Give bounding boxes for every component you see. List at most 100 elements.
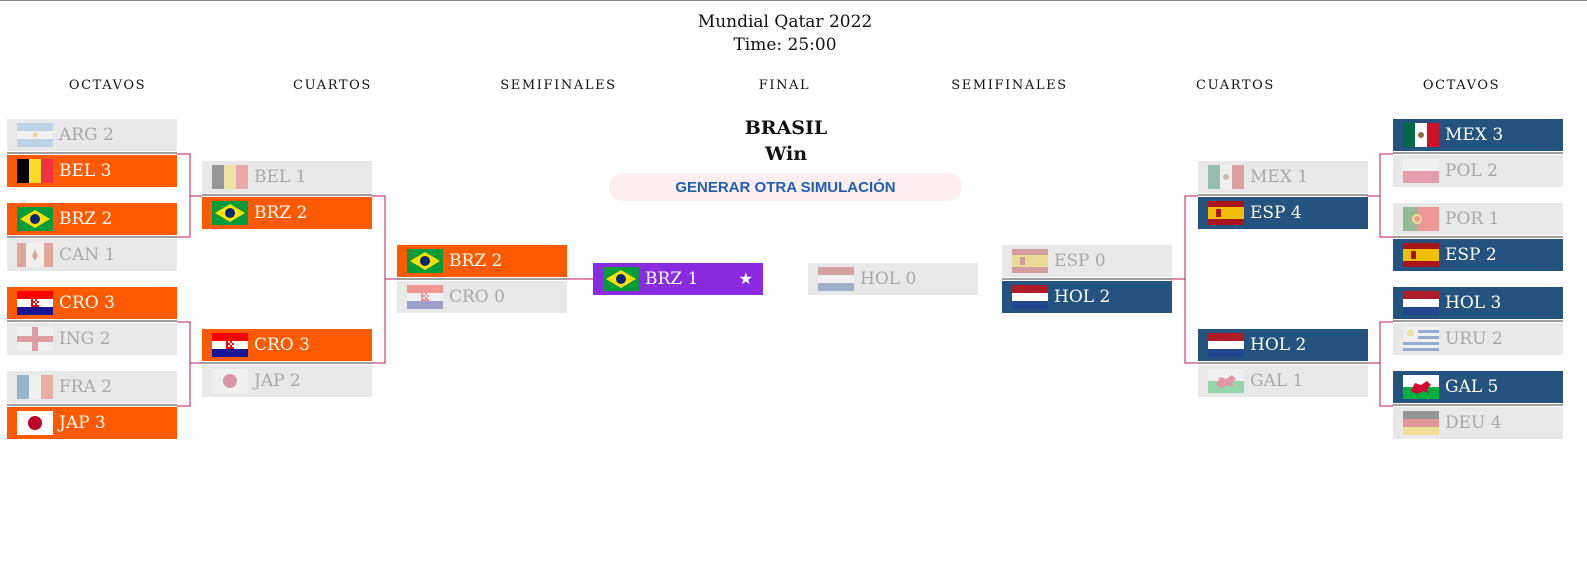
team-label: POL 2 xyxy=(1445,161,1498,181)
team-label: ING 2 xyxy=(59,329,111,349)
team-label: CRO 3 xyxy=(59,293,115,313)
esp-flag-icon xyxy=(1012,249,1048,273)
cro-flag-icon xyxy=(212,333,248,357)
eng-flag-icon xyxy=(17,327,53,351)
can-flag-icon xyxy=(17,243,53,267)
team-slot-r16-2b: ESP 2 xyxy=(1393,239,1563,271)
match-divider xyxy=(7,236,177,238)
team-slot-l16-2b: CAN 1 xyxy=(7,239,177,271)
team-slot-final-l: BRZ 1★ xyxy=(593,263,763,295)
team-label: CAN 1 xyxy=(59,245,116,265)
match-divider xyxy=(397,278,567,280)
match-divider xyxy=(1198,194,1368,196)
team-slot-lqf-2b: JAP 2 xyxy=(202,365,372,397)
match-divider xyxy=(1393,236,1563,238)
bel-flag-icon xyxy=(212,165,248,189)
ned-flag-icon xyxy=(1403,291,1439,315)
wal-flag-icon xyxy=(1403,375,1439,399)
team-slot-rsf-a: ESP 0 xyxy=(1002,245,1172,277)
match-divider xyxy=(7,152,177,154)
arg-flag-icon xyxy=(17,123,53,147)
team-label: MEX 3 xyxy=(1445,125,1504,145)
team-label: ARG 2 xyxy=(59,125,114,145)
team-slot-l16-3a: CRO 3 xyxy=(7,287,177,319)
team-label: MEX 1 xyxy=(1250,167,1309,187)
wal-flag-icon xyxy=(1208,369,1244,393)
match-divider xyxy=(1393,152,1563,154)
bra-flag-icon xyxy=(603,267,639,291)
team-slot-rqf-2a: HOL 2 xyxy=(1198,329,1368,361)
match-divider xyxy=(7,404,177,406)
team-slot-r16-3b: URU 2 xyxy=(1393,323,1563,355)
team-label: HOL 2 xyxy=(1054,287,1111,307)
team-label: BRZ 2 xyxy=(254,203,308,223)
team-slot-lsf-a: BRZ 2 xyxy=(397,245,567,277)
team-slot-l16-4b: JAP 3 xyxy=(7,407,177,439)
ned-flag-icon xyxy=(818,267,854,291)
match-divider xyxy=(202,362,372,364)
champion-status: Win xyxy=(764,143,808,165)
team-label: HOL 2 xyxy=(1250,335,1307,355)
team-slot-lqf-1b: BRZ 2 xyxy=(202,197,372,229)
team-slot-rqf-1a: MEX 1 xyxy=(1198,161,1368,193)
page-title: Mundial Qatar 2022 xyxy=(697,12,873,32)
round-label-cuartos-right: CUARTOS xyxy=(1196,78,1275,93)
round-label-semifinales-left: SEMIFINALES xyxy=(500,78,617,93)
match-divider xyxy=(1393,320,1563,322)
team-slot-rsf-b: HOL 2 xyxy=(1002,281,1172,313)
team-slot-r16-3a: HOL 3 xyxy=(1393,287,1563,319)
ned-flag-icon xyxy=(1208,333,1244,357)
team-label: ESP 4 xyxy=(1250,203,1302,223)
team-label: FRA 2 xyxy=(59,377,113,397)
fra-flag-icon xyxy=(17,375,53,399)
esp-flag-icon xyxy=(1403,243,1439,267)
team-slot-r16-1a: MEX 3 xyxy=(1393,119,1563,151)
team-label: ESP 0 xyxy=(1054,251,1106,271)
match-divider xyxy=(202,194,372,196)
team-label: BRZ 2 xyxy=(449,251,503,271)
team-slot-rqf-1b: ESP 4 xyxy=(1198,197,1368,229)
team-slot-l16-4a: FRA 2 xyxy=(7,371,177,403)
team-label: JAP 2 xyxy=(254,371,301,391)
team-label: POR 1 xyxy=(1445,209,1500,229)
team-label: URU 2 xyxy=(1445,329,1503,349)
match-divider xyxy=(7,320,177,322)
team-slot-r16-1b: POL 2 xyxy=(1393,155,1563,187)
match-divider xyxy=(1393,404,1563,406)
team-slot-l16-2a: BRZ 2 xyxy=(7,203,177,235)
round-label-semifinales-right: SEMIFINALES xyxy=(951,78,1068,93)
team-slot-l16-1a: ARG 2 xyxy=(7,119,177,151)
round-label-final: FINAL xyxy=(758,78,811,93)
team-label: HOL 0 xyxy=(860,269,917,289)
team-label: BRZ 1 xyxy=(645,269,699,289)
team-label: JAP 3 xyxy=(59,413,106,433)
team-label: GAL 1 xyxy=(1250,371,1304,391)
bra-flag-icon xyxy=(17,207,53,231)
champion-name: BRASIL xyxy=(744,117,828,139)
team-label: BEL 1 xyxy=(254,167,307,187)
round-label-octavos-right: OCTAVOS xyxy=(1422,78,1501,93)
bra-flag-icon xyxy=(212,201,248,225)
pol-flag-icon xyxy=(1403,159,1439,183)
team-slot-lsf-b: CRO 0 xyxy=(397,281,567,313)
mex-flag-icon xyxy=(1403,123,1439,147)
team-slot-lqf-1a: BEL 1 xyxy=(202,161,372,193)
mex-flag-icon xyxy=(1208,165,1244,189)
team-slot-r16-2a: POR 1 xyxy=(1393,203,1563,235)
bel-flag-icon xyxy=(17,159,53,183)
team-slot-final-r: HOL 0 xyxy=(808,263,978,295)
team-label: DEU 4 xyxy=(1445,413,1502,433)
cro-flag-icon xyxy=(407,285,443,309)
regenerate-simulation-button[interactable]: GENERAR OTRA SIMULACIÓN xyxy=(609,173,962,201)
uru-flag-icon xyxy=(1403,327,1439,351)
jpn-flag-icon xyxy=(17,411,53,435)
bra-flag-icon xyxy=(407,249,443,273)
team-label: HOL 3 xyxy=(1445,293,1502,313)
team-slot-lqf-2a: CRO 3 xyxy=(202,329,372,361)
jpn-flag-icon xyxy=(212,369,248,393)
match-divider xyxy=(1198,362,1368,364)
team-label: BEL 3 xyxy=(59,161,112,181)
team-slot-rqf-2b: GAL 1 xyxy=(1198,365,1368,397)
team-slot-r16-4a: GAL 5 xyxy=(1393,371,1563,403)
ger-flag-icon xyxy=(1403,411,1439,435)
